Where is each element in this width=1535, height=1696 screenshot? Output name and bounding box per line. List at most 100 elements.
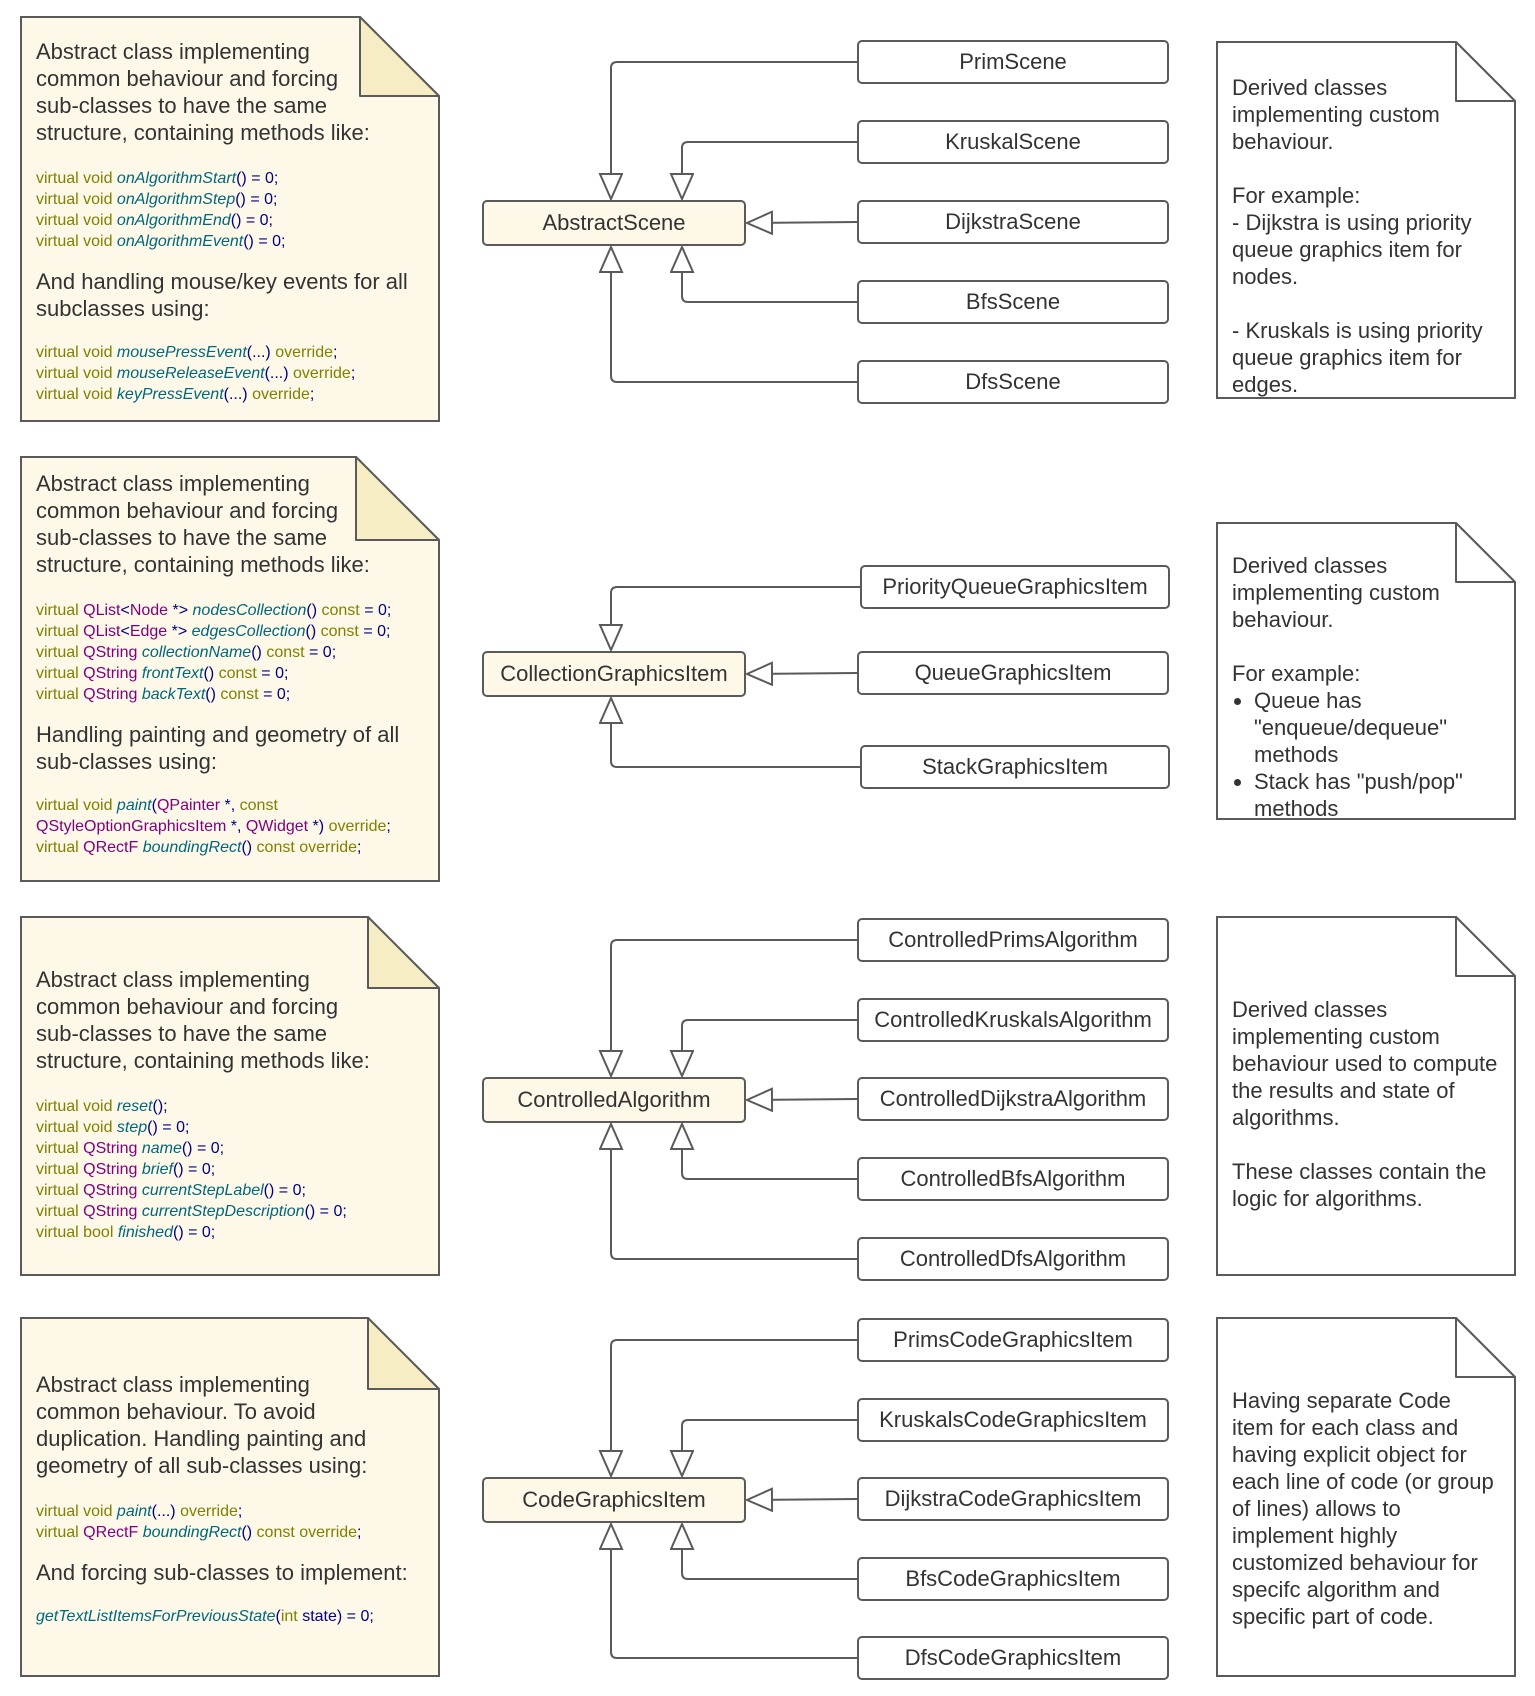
code-token: virtual void	[36, 365, 117, 382]
code-token: virtual	[36, 686, 84, 703]
note-content: Abstract class implementing common behav…	[36, 1371, 432, 1627]
code-token: reset	[116, 1098, 153, 1115]
inheritance-link-stack-graphics-item	[611, 698, 860, 768]
class-bfs-scene: BfsScene	[857, 280, 1169, 324]
code-token: virtual	[36, 623, 84, 640]
code-block: virtual QList<Node *> nodesCollection() …	[36, 600, 432, 705]
code-token: () = 0;	[181, 1140, 225, 1157]
code-token: () = 0;	[147, 1119, 190, 1136]
note-content: Derived classes implementing custom beha…	[1232, 996, 1506, 1212]
derived-classes-note-shape	[1216, 916, 1516, 1276]
code-token: getTextListItemsForPreviousState	[36, 1608, 276, 1625]
base-class-note-shape	[20, 1317, 440, 1677]
code-token: virtual void	[36, 386, 117, 403]
code-token: QList	[83, 602, 121, 619]
code-token: virtual void	[36, 1503, 117, 1520]
inheritance-link-dfs-code-graphics-item	[611, 1524, 857, 1659]
code-token: const override	[256, 839, 358, 856]
code-token: paint	[116, 797, 152, 814]
inheritance-link-dijkstra-code-graphics-item	[747, 1499, 858, 1500]
code-line: virtual QString brief() = 0;	[36, 1159, 432, 1180]
code-token: currentStepLabel	[141, 1182, 264, 1199]
code-block: getTextListItemsForPreviousState(int sta…	[36, 1606, 432, 1627]
code-token: virtual void	[36, 1119, 117, 1136]
code-line: virtual void paint(QPainter *, const	[36, 795, 432, 816]
code-token: onAlgorithmStart	[116, 170, 237, 187]
class-dijkstra-scene: DijkstraScene	[857, 200, 1169, 244]
code-token: = 0;	[304, 644, 337, 661]
code-token: override	[180, 1503, 238, 1520]
class-abstract-scene: AbstractScene	[482, 200, 746, 246]
code-token: virtual void	[36, 212, 117, 229]
code-token: name	[141, 1140, 182, 1157]
derived-classes-note: Derived classes implementing custom beha…	[1216, 41, 1516, 399]
code-block: virtual void mousePressEvent(...) overri…	[36, 342, 432, 405]
code-token: currentStepDescription	[141, 1203, 305, 1220]
code-token: virtual void	[36, 797, 117, 814]
code-token: QString	[83, 1203, 142, 1220]
note-intro: Abstract class implementing common behav…	[36, 39, 370, 145]
code-token: virtual void	[36, 1098, 117, 1115]
code-token: ;	[357, 1524, 362, 1541]
code-line: virtual void step() = 0;	[36, 1117, 432, 1138]
code-line: virtual bool finished() = 0;	[36, 1222, 432, 1243]
code-line: virtual QString backText() const = 0;	[36, 684, 432, 705]
code-token: ();	[152, 1098, 168, 1115]
note-bullet-list: Queue has "enqueue/dequeue" methodsStack…	[1232, 687, 1506, 820]
inheritance-link-prims-code-graphics-item	[611, 1339, 857, 1476]
code-token: virtual	[36, 665, 84, 682]
class-controlled-prims-algorithm: ControlledPrimsAlgorithm	[857, 918, 1169, 962]
code-token: int	[280, 1608, 303, 1625]
base-class-note-shape	[20, 916, 440, 1276]
code-token: const override	[256, 1524, 358, 1541]
code-token: step	[116, 1119, 148, 1136]
code-token: (...)	[151, 1503, 181, 1520]
code-line: virtual void paint(...) override;	[36, 1501, 432, 1522]
code-token: const	[218, 665, 257, 682]
code-token: QString	[83, 686, 142, 703]
note-text: Derived classes implementing custom beha…	[1232, 75, 1483, 397]
code-token: QWidget	[245, 818, 309, 835]
class-controlled-bfs-algorithm: ControlledBfsAlgorithm	[857, 1157, 1169, 1201]
inheritance-link-bfs-scene	[682, 247, 857, 303]
class-code-graphics-item: CodeGraphicsItem	[482, 1477, 746, 1523]
code-token: const	[266, 644, 305, 661]
code-line: virtual void mouseReleaseEvent(...) over…	[36, 363, 432, 384]
code-token: virtual	[36, 1161, 84, 1178]
note-middle: And forcing sub-classes to implement:	[36, 1560, 408, 1585]
class-controlled-dijkstra-algorithm: ControlledDijkstraAlgorithm	[857, 1077, 1169, 1121]
code-line: virtual QString frontText() const = 0;	[36, 663, 432, 684]
code-token: () = 0;	[172, 1224, 216, 1241]
code-token: = 0;	[359, 602, 392, 619]
derived-classes-note: Derived classes implementing custom beha…	[1216, 522, 1516, 820]
code-token: () = 0;	[235, 191, 278, 208]
derived-classes-note: Derived classes implementing custom beha…	[1216, 916, 1516, 1276]
code-token: finished	[117, 1224, 173, 1241]
code-token: *,	[220, 797, 240, 814]
class-kruskals-code-graphics-item: KruskalsCodeGraphicsItem	[857, 1398, 1169, 1442]
base-class-note-shape	[20, 16, 440, 422]
code-token: () = 0;	[304, 1203, 347, 1220]
code-token: virtual	[36, 1203, 84, 1220]
code-token: virtual void	[36, 233, 117, 250]
code-token: ;	[333, 344, 338, 361]
base-class-note: Abstract class implementing common behav…	[20, 916, 440, 1276]
note-text: Having separate Code item for each class…	[1232, 1388, 1494, 1629]
code-token: QStyleOptionGraphicsItem	[36, 818, 227, 835]
inheritance-link-controlled-dfs-algorithm	[611, 1124, 857, 1260]
code-token: brief	[141, 1161, 173, 1178]
code-token: boundingRect	[142, 839, 242, 856]
code-line: virtual QRectF boundingRect() const over…	[36, 1522, 432, 1543]
code-token: keyPressEvent	[116, 386, 224, 403]
class-collection-graphics-item: CollectionGraphicsItem	[482, 651, 746, 697]
code-token: *)	[308, 818, 329, 835]
code-token: QList	[83, 623, 121, 640]
code-token: ;	[357, 839, 362, 856]
note-intro: Abstract class implementing common behav…	[36, 1372, 368, 1478]
code-block: virtual void paint(...) override;virtual…	[36, 1501, 432, 1543]
code-line: virtual void onAlgorithmEvent() = 0;	[36, 231, 432, 252]
code-token: ()	[241, 1524, 257, 1541]
code-token: ()	[251, 644, 267, 661]
code-token: QString	[83, 1161, 142, 1178]
